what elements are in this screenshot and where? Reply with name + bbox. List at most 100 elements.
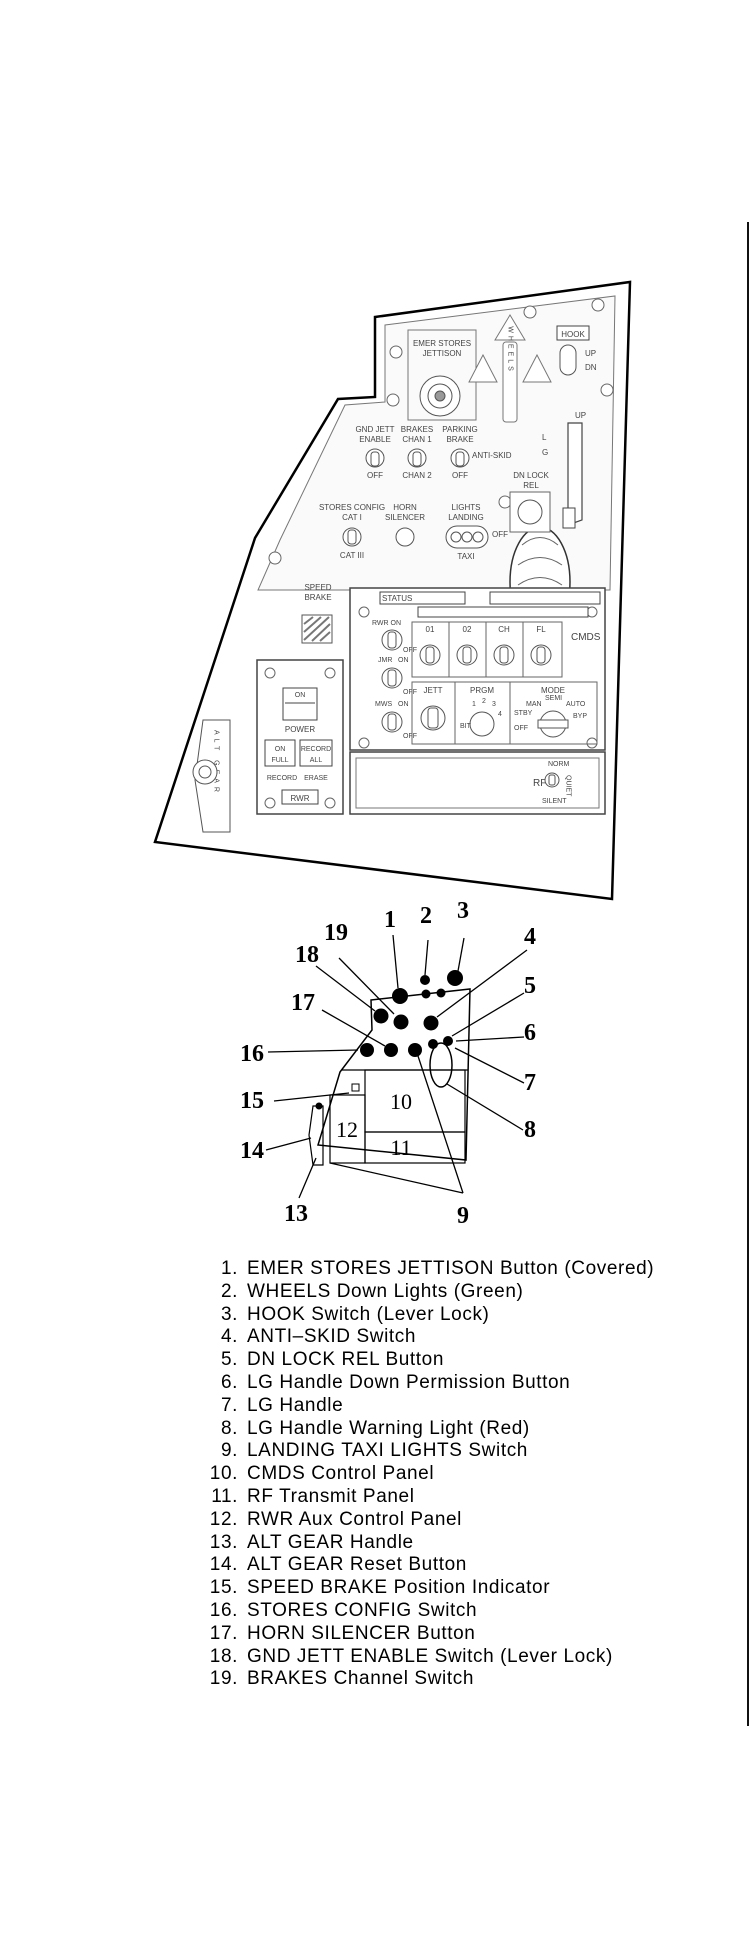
rwr-power-button[interactable] bbox=[282, 687, 318, 721]
legend-number: 11. bbox=[211, 1485, 238, 1507]
callout-4: 4 bbox=[524, 924, 536, 950]
horn-silencer-button[interactable]: HORN SILENCER bbox=[385, 503, 425, 547]
stores-config-label-2: CAT I bbox=[342, 513, 362, 522]
cmds-o1-label: 01 bbox=[426, 625, 435, 634]
rwr-record-on-label: ON bbox=[275, 746, 286, 753]
anti-skid-switch[interactable]: PARKING BRAKE ANTI-SKID OFF bbox=[442, 425, 511, 480]
horn-label-2: SILENCER bbox=[385, 513, 425, 522]
emer-stores-jettison-button[interactable]: EMER STORES JETTISON bbox=[407, 329, 477, 421]
rwr-erase-button[interactable] bbox=[299, 739, 333, 767]
locator-leader-lines bbox=[265, 934, 528, 1199]
rf-label: RF bbox=[533, 778, 546, 789]
callout-18: 18 bbox=[295, 942, 319, 968]
cmds-jmr-on-label: ON bbox=[398, 657, 409, 664]
lights-label-2: LANDING bbox=[448, 513, 484, 522]
legend-text: ALT GEAR Handle bbox=[247, 1531, 414, 1553]
cmds-dispenser-switches[interactable] bbox=[419, 644, 552, 666]
cmds-prgm-3: 3 bbox=[492, 701, 496, 708]
dn-lock-rel-button[interactable]: DN LOCK REL bbox=[509, 471, 551, 533]
legend-number: 8. bbox=[220, 1417, 238, 1439]
alt-gear-label: ALT GEAR bbox=[213, 730, 220, 796]
brakes-label-2: CHAN 1 bbox=[402, 435, 432, 444]
lights-label-1: LIGHTS bbox=[452, 503, 481, 512]
cmds-fl-label: FL bbox=[536, 625, 546, 634]
legend-text: LANDING TAXI LIGHTS Switch bbox=[247, 1440, 528, 1462]
rwr-record-button[interactable] bbox=[264, 739, 296, 767]
brakes-chan2-label: CHAN 2 bbox=[402, 471, 432, 480]
anti-skid-label: ANTI-SKID bbox=[472, 451, 512, 460]
cmds-status-label: STATUS bbox=[382, 594, 412, 603]
legend-text: HORN SILENCER Button bbox=[247, 1622, 476, 1644]
cmds-mode-label: MODE bbox=[541, 686, 565, 695]
callout-7: 7 bbox=[524, 1070, 536, 1096]
rwr-all-label: ALL bbox=[310, 757, 323, 764]
cmds-mws-label: MWS bbox=[375, 701, 392, 708]
legend-item: 9.LANDING TAXI LIGHTS Switch bbox=[200, 1440, 720, 1463]
cmds-prgm-2: 2 bbox=[482, 698, 486, 705]
legend-item: 1.EMER STORES JETTISON Button (Covered) bbox=[200, 1258, 720, 1281]
gnd-jett-enable-switch[interactable]: GND JETT ENABLE OFF bbox=[355, 425, 394, 480]
rwr-erase-caption: ERASE bbox=[304, 775, 328, 782]
lg-up-label: UP bbox=[575, 411, 586, 420]
rwr-power-label: POWER bbox=[285, 725, 315, 734]
legend-item: 19.BRAKES Channel Switch bbox=[200, 1668, 720, 1691]
legend-item: 4.ANTI–SKID Switch bbox=[200, 1326, 720, 1349]
stores-config-switch[interactable]: STORES CONFIG CAT I CAT III bbox=[319, 503, 385, 560]
lg-label-l: L bbox=[542, 433, 547, 442]
legend-item: 2.WHEELS Down Lights (Green) bbox=[200, 1281, 720, 1304]
legend-text: RWR Aux Control Panel bbox=[247, 1508, 463, 1530]
callout-14: 14 bbox=[240, 1138, 264, 1164]
cmds-prgm-1: 1 bbox=[472, 701, 476, 708]
hook-switch[interactable]: HOOK UP DN bbox=[556, 325, 597, 376]
gnd-jett-label-2: ENABLE bbox=[359, 435, 391, 444]
legend-number: 18. bbox=[209, 1645, 238, 1667]
cmds-prgm-bit: BIT bbox=[460, 723, 472, 730]
legend-number: 7. bbox=[220, 1394, 238, 1416]
legend-text: BRAKES Channel Switch bbox=[247, 1668, 474, 1690]
landing-taxi-lights-switch[interactable]: LIGHTS LANDING OFF TAXI bbox=[445, 503, 508, 561]
legend-item: 17. HORN SILENCER Button bbox=[200, 1623, 720, 1646]
legend-number: 10. bbox=[209, 1463, 238, 1485]
legend-item: 8.LG Handle Warning Light (Red) bbox=[200, 1418, 720, 1441]
page-margin-rule bbox=[747, 222, 749, 1726]
locator-dots bbox=[315, 970, 463, 1110]
callout-3: 3 bbox=[457, 898, 469, 924]
dn-lock-label-1: DN LOCK bbox=[513, 471, 549, 480]
alt-gear-handle[interactable]: ALT GEAR bbox=[192, 719, 231, 833]
legend-list: 1.EMER STORES JETTISON Button (Covered) … bbox=[200, 1258, 720, 1691]
callout-8: 8 bbox=[524, 1117, 536, 1143]
hook-dn-label: DN bbox=[585, 363, 597, 372]
legend-text: LG Handle Down Permission Button bbox=[247, 1371, 571, 1393]
cmds-jmr-off-label: OFF bbox=[403, 689, 417, 696]
callout-17: 17 bbox=[291, 990, 315, 1016]
stores-config-cat3-label: CAT III bbox=[340, 551, 364, 560]
legend-item: 11.RF Transmit Panel bbox=[200, 1486, 720, 1509]
legend-number: 13. bbox=[209, 1531, 238, 1553]
legend-number: 3. bbox=[220, 1303, 238, 1325]
legend-text: STORES CONFIG Switch bbox=[247, 1599, 478, 1621]
legend-number: 17. bbox=[209, 1622, 238, 1644]
locator-speed-brake bbox=[351, 1083, 360, 1092]
legend-number: 6. bbox=[220, 1371, 238, 1393]
cmds-prgm-knob[interactable] bbox=[469, 711, 495, 737]
legend-text: HOOK Switch (Lever Lock) bbox=[247, 1303, 490, 1325]
legend-item: 15.SPEED BRAKE Position Indicator bbox=[200, 1577, 720, 1600]
legend-text: EMER STORES JETTISON Button (Covered) bbox=[247, 1258, 655, 1279]
region-label-11: 11 bbox=[390, 1135, 411, 1160]
legend-text: WHEELS Down Lights (Green) bbox=[247, 1280, 524, 1302]
rf-transmit-panel: RF NORM QUIET SILENT bbox=[349, 751, 606, 815]
cmds-mws-off-label: OFF bbox=[403, 733, 417, 740]
wheels-down-lights: WHEELS bbox=[468, 314, 552, 423]
locator-diagram bbox=[308, 988, 471, 1166]
rwr-record-caption: RECORD bbox=[267, 775, 297, 782]
legend-item: 14.ALT GEAR Reset Button bbox=[200, 1554, 720, 1577]
emer-stores-label-2: JETTISON bbox=[423, 349, 462, 358]
rwr-aux-control-panel: ON POWER ON FULL RECORD ALL RECORD ERASE… bbox=[256, 659, 344, 815]
legend-number: 4. bbox=[220, 1326, 238, 1348]
speed-brake-label-1: SPEED bbox=[304, 583, 331, 592]
brakes-channel-switch[interactable]: BRAKES CHAN 1 CHAN 2 bbox=[401, 425, 433, 480]
cmds-mode-man: MAN bbox=[526, 701, 542, 708]
locator-region-12 bbox=[329, 1094, 366, 1164]
anti-skid-off-label: OFF bbox=[452, 471, 468, 480]
